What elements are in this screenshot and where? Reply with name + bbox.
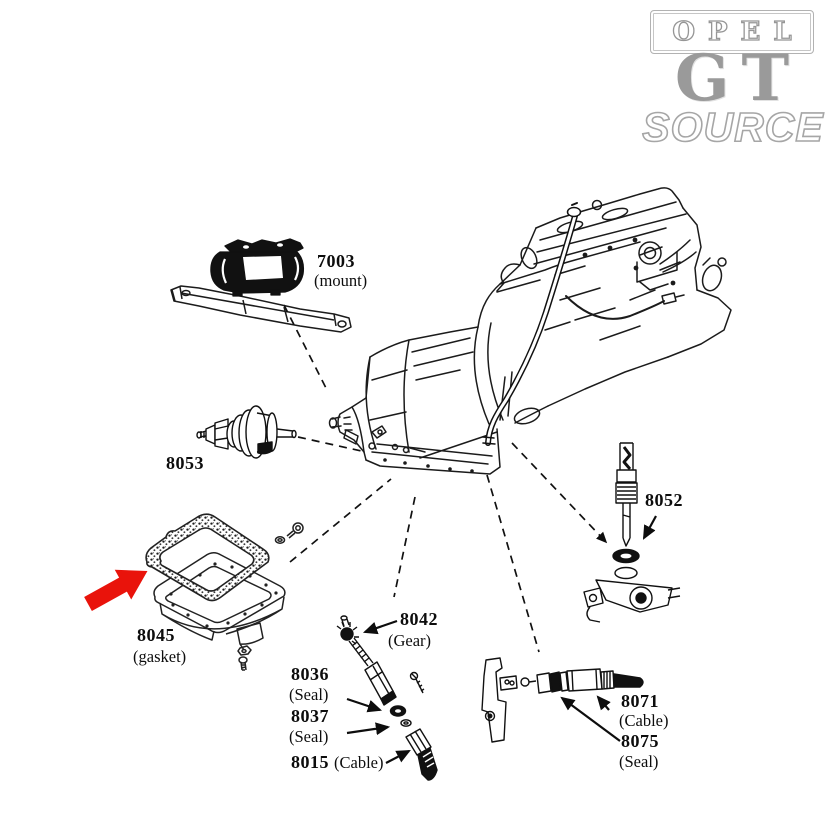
opel-logo-text: OPEL: [672, 16, 805, 47]
crossmember-part: [170, 285, 352, 333]
part-label-8015: 8015 (Cable): [291, 752, 383, 773]
leader-cable: [486, 474, 540, 653]
vacuum-modulator-part: [196, 405, 297, 459]
gt-logo-text: GT: [674, 41, 802, 116]
leader-filler-seal: [511, 442, 608, 544]
part-caption-8042: (Gear): [388, 631, 432, 650]
part-number-8071: 8071: [621, 691, 659, 711]
part-number-8052: 8052: [645, 490, 683, 510]
leader-gasket: [289, 478, 392, 563]
engine-block: [473, 187, 732, 425]
filler-tube-seal-part: [583, 442, 681, 623]
part-caption-7003: (mount): [314, 271, 368, 290]
dipstick-tube: [482, 202, 582, 446]
arrow-8071: [596, 695, 611, 711]
source-logo-text: SOURCE: [641, 104, 824, 150]
part-caption-8037: (Seal): [289, 727, 329, 746]
arrow-8075: [560, 696, 621, 742]
arrow-8052: [642, 515, 657, 540]
part-number-8036: 8036: [291, 664, 329, 684]
part-caption-8071: (Cable): [619, 711, 669, 730]
arrow-8037: [346, 722, 391, 736]
red-highlight-arrow: [84, 569, 148, 611]
arrow-8042: [362, 619, 398, 635]
part-number-8015: 8015: [291, 752, 329, 772]
leader-mount: [283, 304, 328, 391]
part-caption-8036: (Seal): [289, 685, 329, 704]
part-number-8045: 8045: [137, 625, 175, 645]
leader-gear: [393, 496, 416, 598]
part-number-8037: 8037: [291, 706, 329, 726]
arrow-8015: [385, 750, 411, 764]
part-number-8042: 8042: [400, 609, 438, 629]
label-arrows: [346, 515, 657, 764]
arrow-8036: [346, 697, 383, 713]
pan-gasket-part: [145, 513, 270, 602]
part-caption-8015: (Cable): [334, 753, 384, 772]
part-number-7003: 7003: [317, 251, 355, 271]
part-number-8053: 8053: [166, 453, 204, 473]
leader-modulator: [297, 436, 367, 453]
part-caption-8075: (Seal): [619, 752, 659, 771]
speedometer-cable-part: [481, 657, 644, 743]
transmission-case: [328, 326, 501, 475]
leader-lines: [283, 304, 608, 653]
part-caption-8045: (gasket): [133, 647, 187, 666]
opel-logo-badge: OPEL: [650, 10, 814, 54]
transmission-mount-part: [210, 238, 305, 297]
speedometer-gear-part: [336, 615, 438, 781]
part-number-8075: 8075: [621, 731, 659, 751]
